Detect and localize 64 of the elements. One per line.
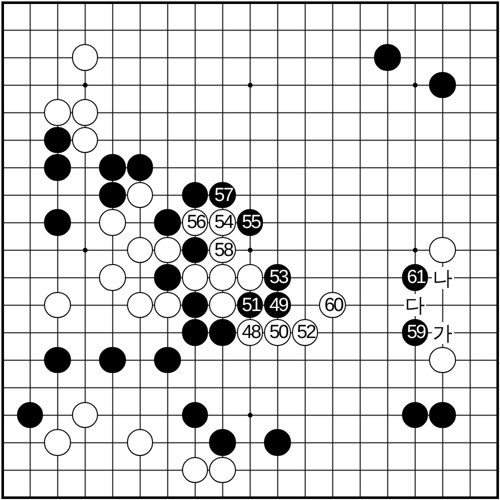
numbered-stone: 54 [209, 209, 236, 236]
stone [72, 402, 98, 428]
point-label: 나 [432, 266, 454, 289]
numbered-stone: 61 [402, 264, 428, 291]
stone [182, 182, 208, 208]
stone [72, 99, 98, 126]
stone [429, 402, 456, 428]
numbered-stone: 49 [264, 292, 291, 318]
stone [126, 429, 154, 456]
numbered-stone: 57 [209, 182, 236, 208]
stone [99, 209, 126, 236]
stone [44, 346, 71, 374]
stone [126, 154, 154, 181]
stone [209, 319, 236, 346]
stone [16, 402, 44, 428]
stone [209, 456, 236, 484]
stone [44, 429, 71, 456]
numbered-stone: 48 [236, 319, 264, 346]
stone [126, 182, 154, 208]
stone [154, 236, 181, 264]
stone [182, 402, 208, 428]
stone [264, 429, 291, 456]
numbered-stone: 59 [402, 319, 428, 346]
stone [209, 264, 236, 291]
stone [429, 346, 456, 374]
stone [72, 126, 98, 154]
stone [182, 292, 208, 318]
numbered-stone: 60 [319, 292, 346, 318]
stone [182, 236, 208, 264]
stone [99, 182, 126, 208]
stone [99, 154, 126, 181]
numbered-stone: 51 [236, 292, 264, 318]
stone [154, 209, 181, 236]
stone [182, 456, 208, 484]
stone [402, 402, 428, 428]
numbered-stone: 50 [264, 319, 291, 346]
stone [99, 346, 126, 374]
numbered-stone: 58 [209, 236, 236, 264]
stone [429, 236, 456, 264]
stone [182, 319, 208, 346]
stone [429, 72, 456, 98]
stone [374, 44, 401, 71]
stone [154, 292, 181, 318]
numbered-stone: 53 [264, 264, 291, 291]
stone [154, 346, 181, 374]
stone [154, 264, 181, 291]
numbered-stone: 56 [182, 209, 208, 236]
stone [44, 209, 71, 236]
stone [209, 292, 236, 318]
stone [44, 126, 71, 154]
point-label: 가 [432, 322, 454, 344]
stone [44, 154, 71, 181]
stone [236, 264, 264, 291]
stone [182, 264, 208, 291]
stone [44, 99, 71, 126]
stone [209, 429, 236, 456]
stone [126, 292, 154, 318]
stone [44, 292, 71, 318]
point-label: 다 [404, 294, 426, 316]
numbered-stone: 55 [236, 209, 264, 236]
stone [99, 264, 126, 291]
stone [72, 44, 98, 71]
stone [126, 236, 154, 264]
numbered-stone: 52 [292, 319, 318, 346]
